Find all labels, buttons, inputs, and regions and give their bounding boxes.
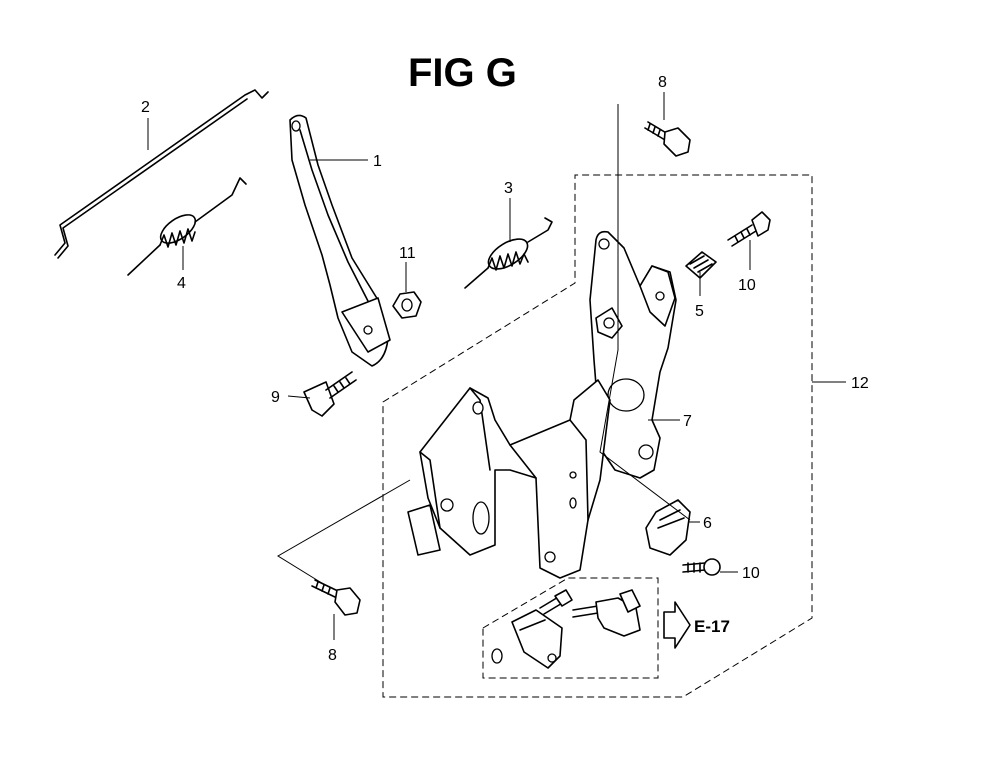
callout-3: 3	[504, 180, 513, 197]
callout-9: 9	[271, 389, 280, 406]
part-8-bolt-bottom	[311, 579, 361, 616]
callout-6: 6	[703, 515, 712, 532]
switch-bracket	[511, 609, 563, 669]
part-11-nut	[392, 291, 422, 319]
callout-7: 7	[683, 413, 692, 430]
callout-5: 5	[695, 303, 704, 320]
callout-10-top: 10	[738, 277, 756, 294]
figure-title: FIG G	[408, 51, 517, 95]
callout-1: 1	[373, 153, 382, 170]
callout-8-bottom: 8	[328, 647, 337, 664]
part-10-screw-bottom	[682, 558, 721, 576]
arrow-shape	[663, 601, 691, 649]
callout-12: 12	[851, 375, 869, 392]
part-6-stop	[645, 499, 691, 556]
part-4-spring	[127, 177, 247, 276]
switch-body	[572, 589, 641, 637]
callout-2: 2	[141, 99, 150, 116]
main-bracket	[407, 379, 611, 579]
leader-lines	[147, 92, 846, 640]
part-2-rod-shadow	[57, 98, 248, 259]
callout-11: 11	[399, 245, 416, 262]
switch-subassembly-outline	[482, 577, 659, 679]
part-2-rod	[54, 89, 269, 256]
part-3-spring	[464, 217, 553, 289]
part-7-control-plate	[589, 230, 677, 479]
callout-4: 4	[177, 275, 186, 292]
part-9-screw	[303, 371, 357, 417]
callout-10-bottom: 10	[742, 565, 760, 582]
switch-washer	[491, 648, 503, 664]
part-5-collar	[685, 251, 717, 279]
part-10-screw-top	[727, 211, 771, 247]
part-8-bolt-top	[644, 121, 691, 157]
reference-arrow: E-17	[663, 601, 730, 649]
reference-label: E-17	[694, 617, 730, 636]
switch-screw	[539, 589, 573, 615]
callout-8-top: 8	[658, 74, 667, 91]
part-1-lever	[289, 114, 391, 367]
assembly-outline	[382, 174, 813, 698]
